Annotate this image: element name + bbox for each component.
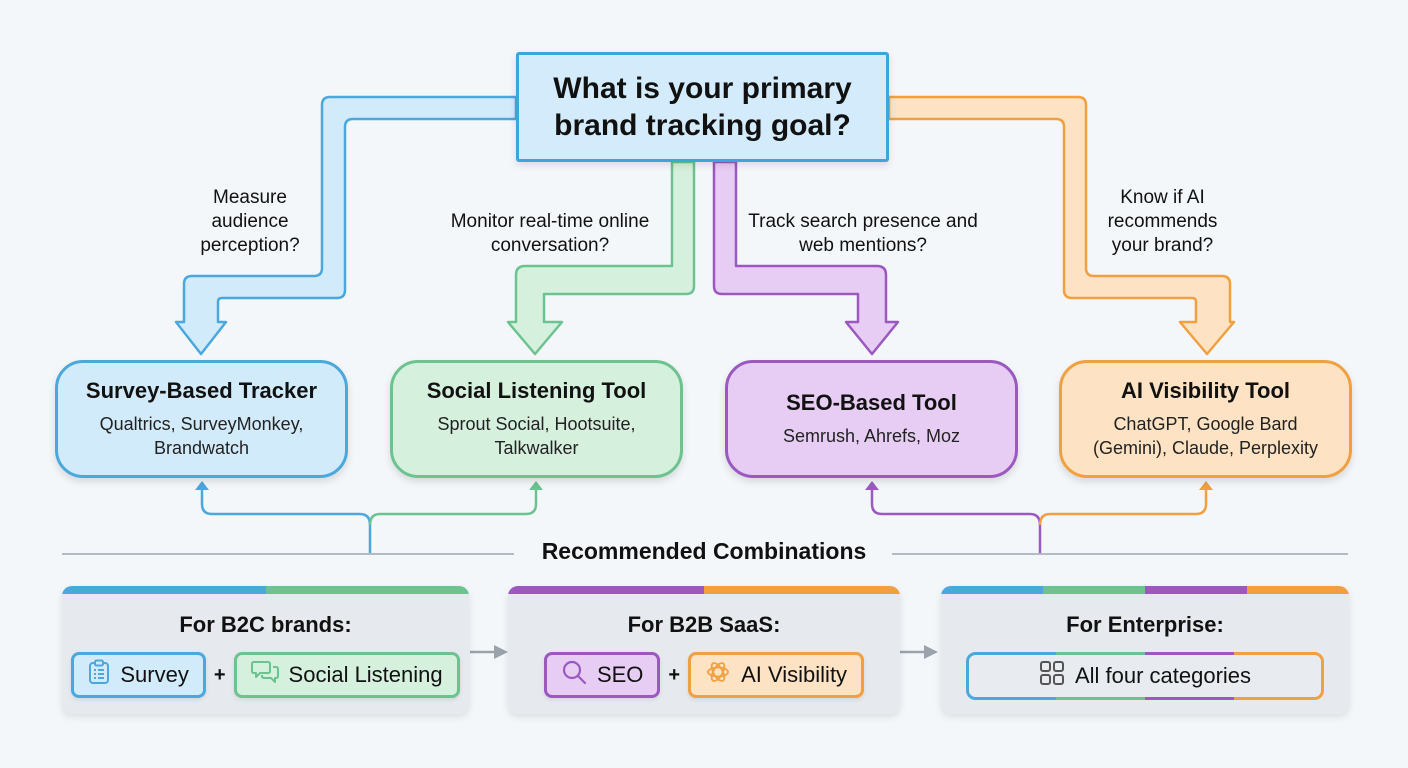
chat-bubbles-icon [250, 659, 279, 691]
color-stripe [941, 586, 1349, 594]
chip-ai-visibility: AI Visibility [688, 652, 865, 698]
category-tools: Semrush, Ahrefs, Moz [782, 426, 961, 446]
purple-branch-arrow [712, 160, 900, 356]
combo-card-b2c: For B2C brands: Survey + [62, 586, 469, 714]
chip-label: AI Visibility [741, 662, 848, 687]
combo-title: For Enterprise: [1066, 612, 1224, 637]
combo-title: For B2B SaaS: [627, 612, 781, 637]
ai-knot-icon [705, 659, 731, 691]
category-title: AI Visibility Tool [1120, 378, 1291, 403]
divider-left [62, 553, 514, 555]
category-social-listening-tool: Social Listening Tool Sprout Social, Hoo… [390, 360, 683, 478]
combo-title: For B2C brands: [179, 612, 352, 637]
category-tools: Sprout Social, Hootsuite, Talkwalker [437, 414, 636, 458]
category-tools: Qualtrics, SurveyMonkey, Brandwatch [99, 414, 304, 458]
branch-label-survey: Measure audience perception? [200, 187, 300, 256]
category-title: Social Listening Tool [426, 378, 647, 403]
combo-card-b2b-saas: For B2B SaaS: SEO + AI Visibility [508, 586, 900, 714]
next-arrow-2 [900, 645, 938, 659]
chip-label: All four categories [1074, 663, 1252, 688]
category-tools: ChatGPT, Google Bard (Gemini), Claude, P… [1092, 414, 1319, 458]
chip-label: Survey [120, 662, 189, 687]
color-stripe [508, 586, 900, 594]
chip-label: SEO [596, 662, 644, 687]
branch-label-social: Monitor real-time online conversation? [450, 211, 650, 256]
chip-social-listening: Social Listening [233, 652, 460, 698]
branch-label-ai: Know if AI recommends your brand? [1107, 187, 1218, 256]
category-title: Survey-Based Tracker [85, 378, 318, 403]
question-box: What is your primary brand tracking goal… [516, 52, 889, 162]
chip-all-four-categories: All four categories [966, 652, 1324, 700]
chip-survey: Survey [71, 652, 206, 698]
color-stripe [62, 586, 469, 594]
plus-sign: + [668, 663, 681, 686]
category-ai-visibility-tool: AI Visibility Tool ChatGPT, Google Bard … [1059, 360, 1352, 478]
green-branch-arrow [506, 160, 696, 356]
next-arrow-1 [470, 645, 508, 659]
section-title: Recommended Combinations [541, 538, 867, 564]
search-icon [561, 659, 587, 691]
branch-label-seo: Track search presence and web mentions? [748, 211, 978, 256]
chip-seo: SEO [543, 652, 661, 698]
grid-icon [1039, 660, 1065, 692]
combo-card-enterprise: For Enterprise: A [941, 586, 1349, 714]
chip-label: Social Listening [288, 662, 443, 687]
category-survey-based-tracker: Survey-Based Tracker Qualtrics, SurveyMo… [55, 360, 348, 478]
clipboard-icon [88, 659, 110, 691]
category-seo-based-tool: SEO-Based Tool Semrush, Ahrefs, Moz [725, 360, 1018, 478]
plus-sign: + [213, 663, 226, 686]
question-text: What is your primary brand tracking goal… [553, 72, 852, 142]
category-title: SEO-Based Tool [786, 390, 957, 415]
multicolor-border [966, 652, 1324, 700]
divider-right [892, 553, 1348, 555]
